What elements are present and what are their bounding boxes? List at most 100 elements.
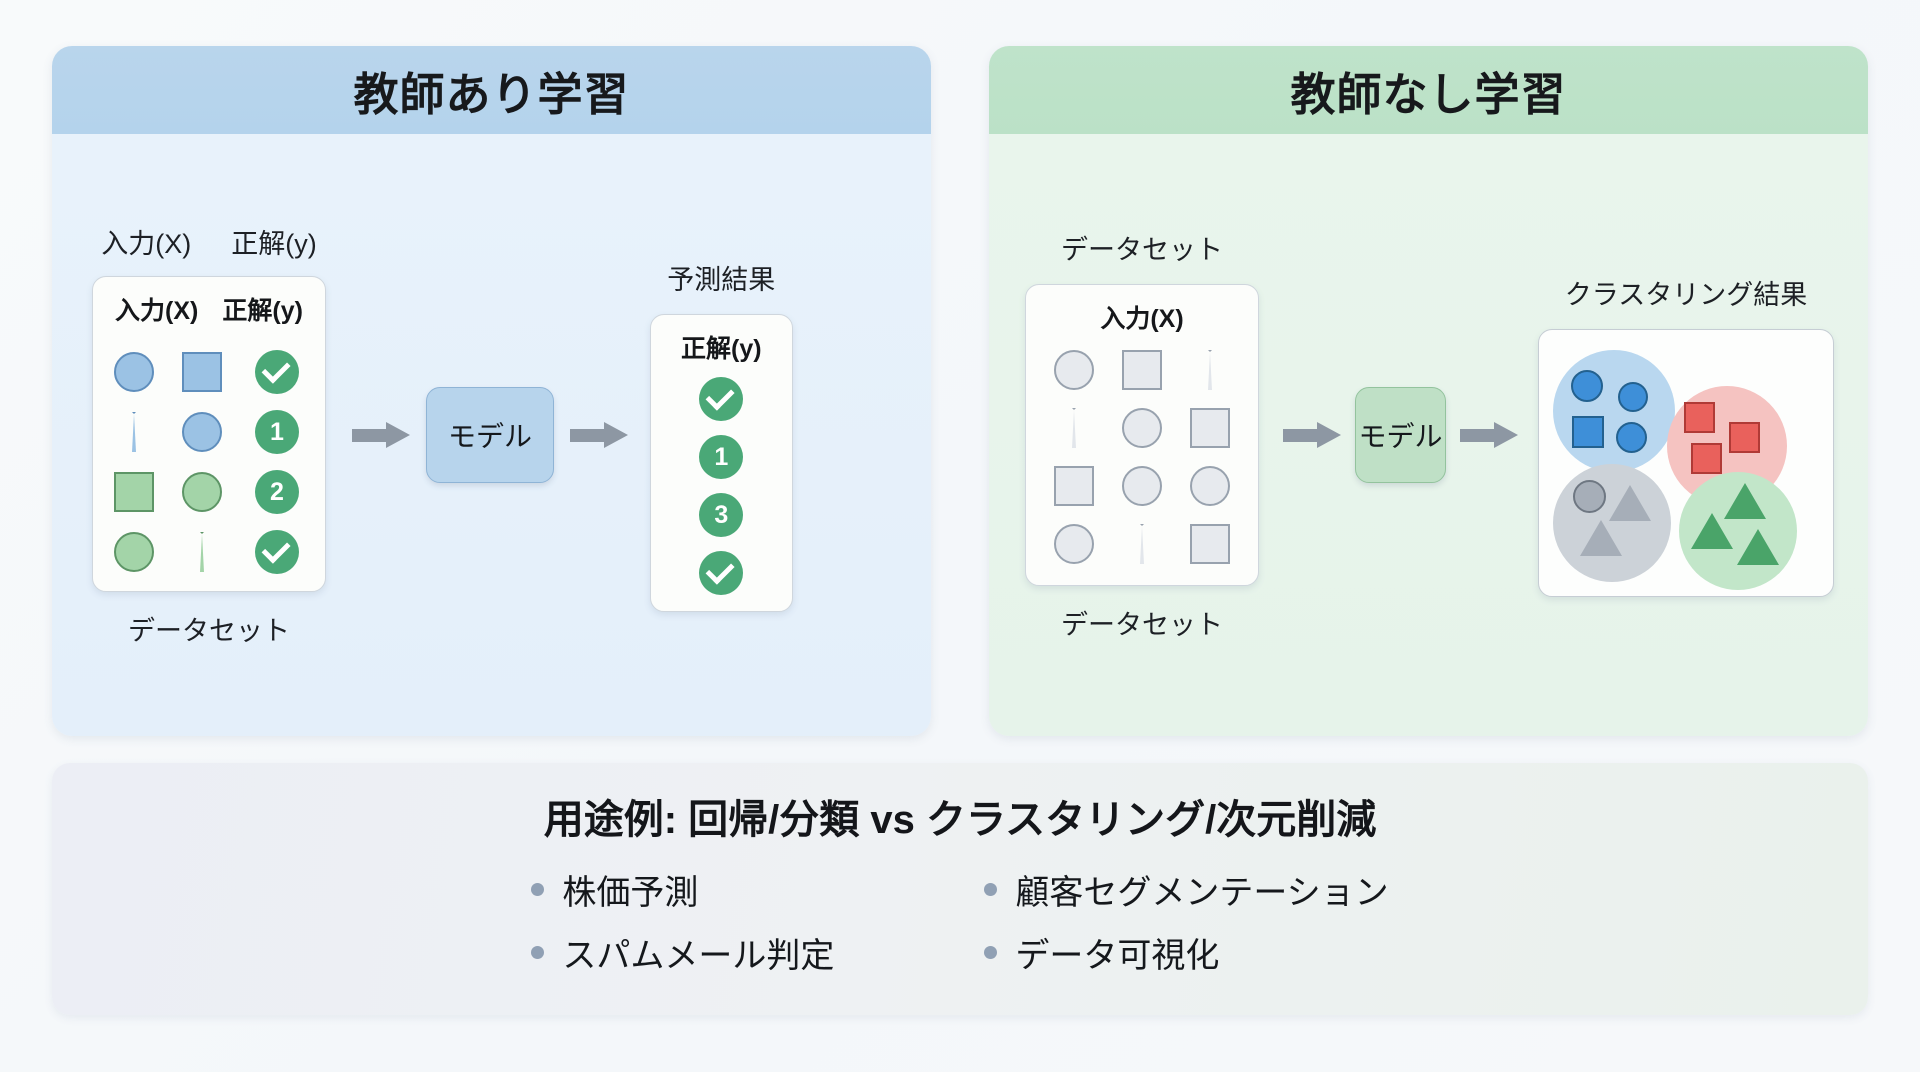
- shape-square-grey: [1187, 405, 1233, 451]
- list-item: 1: [681, 435, 762, 479]
- unsupervised-shape-grid: [1048, 347, 1236, 567]
- prediction-badge-check: [691, 551, 751, 595]
- list-item: 株価予測: [531, 865, 834, 914]
- prediction-badge-check: [691, 377, 751, 421]
- arrow-to-clusters-icon: [1460, 422, 1518, 448]
- panels-container: 教師あり学習 入力(X) 正解(y) 入力(X) 正解(y): [52, 46, 1868, 736]
- cluster-shape-square: [1572, 416, 1604, 448]
- summary-panel: 用途例: 回帰/分類 vs クラスタリング/次元削減 株価予測 スパムメール判定…: [52, 763, 1868, 1015]
- shape-circle-grey: [1187, 463, 1233, 509]
- caption-dataset: データセット: [128, 616, 290, 646]
- bullet-dot-icon: [531, 883, 545, 896]
- shape-circle-grey: [1051, 521, 1097, 567]
- shape-square-green: [111, 469, 157, 515]
- table-row: [111, 349, 307, 395]
- table-row: 1: [111, 409, 307, 455]
- summary-columns: 株価予測 スパムメール判定 顧客セグメンテーション データ可視化: [92, 865, 1828, 977]
- cluster-shape-triangle: [1580, 520, 1622, 556]
- shape-circle-grey: [1119, 405, 1165, 451]
- arrow-to-model-icon: [1283, 422, 1341, 448]
- cluster-shape-circle: [1571, 370, 1603, 402]
- shape-triangle-grey: [1187, 347, 1233, 393]
- dataset-col-input: 入力(X): [1100, 305, 1184, 333]
- caption-prediction: 予測結果: [667, 265, 776, 295]
- cluster-shape-triangle: [1691, 513, 1733, 549]
- supervised-model-box: モデル: [426, 387, 554, 483]
- supervised-top-captions: 入力(X) 正解(y): [101, 222, 316, 261]
- label-badge-1: 1: [247, 410, 307, 454]
- unsupervised-panel-body: データセット 入力(X): [989, 134, 1868, 736]
- shape-triangle-blue: [111, 409, 157, 455]
- bullet-dot-icon: [984, 883, 998, 896]
- table-row: [111, 529, 307, 575]
- supervised-panel-title: 教師あり学習: [52, 46, 931, 134]
- bullet-label: 顧客セグメンテーション: [1015, 874, 1389, 912]
- shape-circle-green: [111, 529, 157, 575]
- unsupervised-model-box: モデル: [1355, 387, 1446, 483]
- summary-right-bullets: 顧客セグメンテーション データ可視化: [984, 865, 1389, 977]
- summary-title: 用途例: 回帰/分類 vs クラスタリング/次元削減: [543, 798, 1377, 842]
- label-badge-check: [247, 530, 307, 574]
- shape-circle-grey: [1051, 347, 1097, 393]
- cluster-shape-circle: [1616, 422, 1647, 453]
- dataset-card-headers: 入力(X) 正解(y): [111, 291, 307, 339]
- shape-circle-grey: [1119, 463, 1165, 509]
- supervised-flow: 入力(X) 正解(y) 入力(X) 正解(y): [52, 134, 931, 736]
- cluster-shape-triangle: [1609, 485, 1651, 521]
- shape-triangle-green: [179, 529, 225, 575]
- supervised-dataset-block: 入力(X) 正解(y) 入力(X) 正解(y): [92, 222, 326, 648]
- list-item: 3: [681, 493, 762, 537]
- shape-circle-blue: [179, 409, 225, 455]
- prediction-col-label: 正解(y): [681, 335, 762, 363]
- caption-dataset-top: データセット: [1061, 235, 1223, 265]
- blue-cluster: [1553, 350, 1675, 472]
- cluster-shape-square: [1691, 443, 1722, 474]
- dataset-col-label: 正解(y): [222, 297, 303, 325]
- unsupervised-dataset-card: 入力(X): [1025, 284, 1259, 586]
- unsupervised-flow: データセット 入力(X): [989, 134, 1868, 736]
- cluster-shape-circle: [1573, 480, 1606, 513]
- summary-left-bullets: 株価予測 スパムメール判定: [531, 865, 834, 977]
- arrow-to-model-icon: [352, 422, 410, 448]
- list-item: データ可視化: [984, 928, 1388, 977]
- dataset-rows: 1 2: [111, 349, 307, 575]
- bullet-label: 株価予測: [562, 874, 699, 912]
- clustering-result-card: [1538, 329, 1834, 597]
- shape-circle-green: [179, 469, 225, 515]
- label-badge-check: [247, 350, 307, 394]
- supervised-panel-body: 入力(X) 正解(y) 入力(X) 正解(y): [52, 134, 931, 736]
- list-item: [681, 377, 762, 421]
- caption-label-y: 正解(y): [231, 229, 317, 259]
- shape-square-blue: [179, 349, 225, 395]
- caption-input-x: 入力(X): [101, 229, 192, 259]
- list-item: 顧客セグメンテーション: [984, 865, 1389, 914]
- arrow-to-prediction-icon: [570, 422, 628, 448]
- bullet-dot-icon: [531, 946, 545, 959]
- supervised-prediction-block: 予測結果 正解(y) 1 3: [650, 258, 793, 612]
- cluster-shape-triangle: [1737, 529, 1779, 565]
- list-item: スパムメール判定: [531, 928, 834, 977]
- cluster-shape-circle: [1618, 382, 1648, 412]
- cluster-shape-square: [1729, 422, 1760, 453]
- unsupervised-panel-title: 教師なし学習: [989, 46, 1868, 134]
- shape-square-grey: [1187, 521, 1233, 567]
- prediction-badge-1: 1: [691, 435, 751, 479]
- shape-triangle-grey: [1051, 405, 1097, 451]
- unsupervised-dataset-block: データセット 入力(X): [1025, 228, 1259, 642]
- supervised-panel: 教師あり学習 入力(X) 正解(y) 入力(X) 正解(y): [52, 46, 931, 736]
- shape-triangle-grey: [1119, 521, 1165, 567]
- caption-dataset-bottom: データセット: [1061, 610, 1223, 640]
- prediction-card: 正解(y) 1 3: [650, 314, 793, 612]
- prediction-badge-3: 3: [691, 493, 751, 537]
- bullet-dot-icon: [984, 946, 998, 959]
- prediction-rows: 1 3: [681, 377, 762, 595]
- caption-clustering-result: クラスタリング結果: [1564, 280, 1808, 310]
- supervised-dataset-card: 入力(X) 正解(y): [92, 276, 326, 592]
- bullet-label: スパムメール判定: [562, 937, 835, 975]
- table-row: 2: [111, 469, 307, 515]
- cluster-shape-square: [1684, 402, 1715, 433]
- label-badge-2: 2: [247, 470, 307, 514]
- list-item: [681, 551, 762, 595]
- unsupervised-panel: 教師なし学習 データセット 入力(X): [989, 46, 1868, 736]
